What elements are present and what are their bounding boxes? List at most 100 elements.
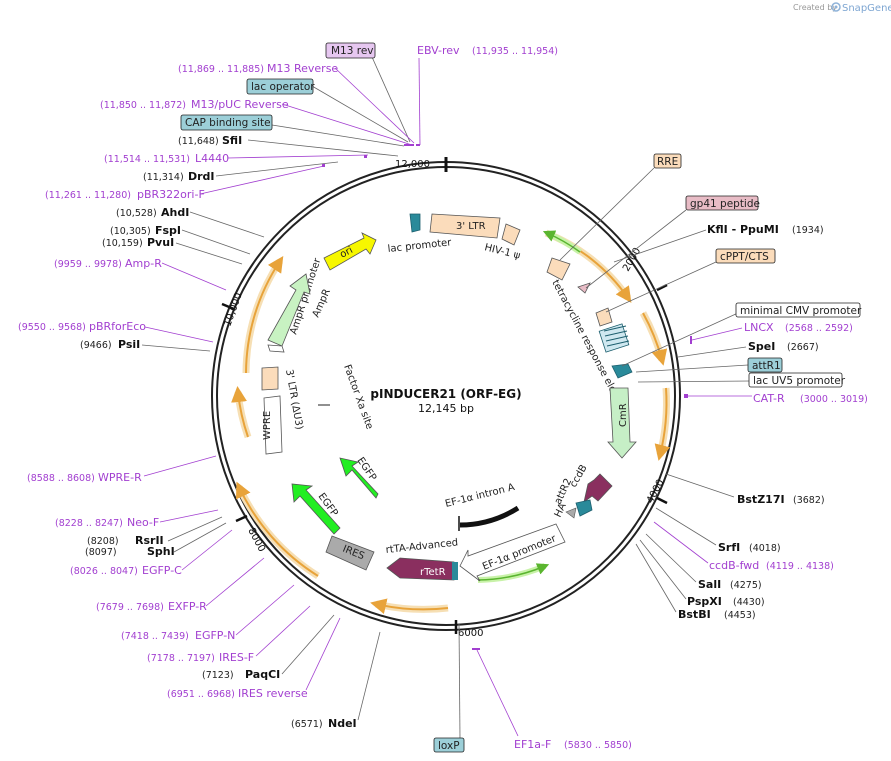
primer-name: L4440 <box>195 152 229 165</box>
primer-ires-f[interactable]: (7178 .. 7197) IRES-F <box>147 605 311 664</box>
site-pvui[interactable]: (10,159) PvuI <box>102 236 243 265</box>
feature-wpre: WPRE <box>262 395 283 455</box>
feature-gp41-block <box>577 282 591 294</box>
primer-l4440[interactable]: (11,514 .. 11,531) L4440 <box>104 152 369 165</box>
primer-pos: (5830 .. 5850) <box>564 740 632 751</box>
primer-name: IRES-F <box>219 651 254 664</box>
site-pos: (8097) <box>85 547 117 558</box>
label-lac-operator[interactable]: lac operator <box>246 78 409 143</box>
label-rre[interactable]: RRE <box>559 153 682 261</box>
site-pos: (8208) <box>87 536 119 547</box>
site-fspi[interactable]: (10,305) FspI <box>110 224 251 255</box>
site-pos: (11,314) <box>143 172 184 183</box>
site-name: PsiI <box>118 338 140 351</box>
primer-pos: (9959 .. 9978) <box>54 259 122 270</box>
primer-ef1a-f[interactable]: EF1a-F (5830 .. 5850) <box>472 648 632 751</box>
snapgene-logo-icon <box>831 2 841 12</box>
primer-tick-top-2 <box>416 144 420 146</box>
primer-pos: (11,261 .. 11,280) <box>45 190 131 201</box>
box-label: RRE <box>657 156 678 168</box>
site-spei[interactable]: SpeI (2667) <box>677 340 819 358</box>
site-sfii[interactable]: (11,648) SfiI <box>178 134 399 157</box>
primer-name: EF1a-F <box>514 738 551 751</box>
primer-egfp-c[interactable]: (8026 .. 8047) EGFP-C <box>70 529 233 577</box>
site-bstz17i[interactable]: BstZ17I (3682) <box>665 473 825 506</box>
site-name: NdeI <box>328 717 357 730</box>
site-rsrii[interactable]: (8208) RsrII <box>87 516 223 547</box>
primer-ebv-rev[interactable]: EBV-rev (11,935 .. 11,954) <box>417 44 558 146</box>
primer-lncx[interactable]: LNCX (2568 .. 2592) <box>690 321 853 344</box>
site-ahdi[interactable]: (10,528) AhdI <box>116 206 265 238</box>
label-gp41[interactable]: gp41 peptide <box>585 195 760 289</box>
site-pos: (6571) <box>291 719 323 730</box>
primer-pos: (8588 .. 8608) <box>27 473 95 484</box>
primer-name: M13 Reverse <box>267 62 338 75</box>
site-kfli-ppumi[interactable]: KflI - PpuMI (1934) <box>613 223 824 263</box>
feature-label-rtta: rtTA-Advanced <box>385 537 459 556</box>
label-minimal-cmv[interactable]: minimal CMV promoter <box>621 302 862 367</box>
label-lac-uv5[interactable]: lac UV5 promoter <box>637 372 846 388</box>
site-psii[interactable]: (9466) PsiI <box>80 338 211 352</box>
primer-pbr322ori-f[interactable]: (11,261 .. 11,280) pBR322ori-F <box>45 165 325 201</box>
site-name: PvuI <box>147 236 174 249</box>
primer-name: ccdB-fwd <box>709 559 759 572</box>
site-name: DrdI <box>188 170 215 183</box>
primer-ccdb-fwd[interactable]: ccdB-fwd (4119 .. 4138) <box>653 521 834 572</box>
primer-wpre-r[interactable]: (8588 .. 8608) WPRE-R <box>27 455 217 484</box>
label-loxp[interactable]: loxP <box>433 623 465 753</box>
site-name: SalI <box>698 578 721 591</box>
feature-rtetr: rTetR <box>386 557 458 581</box>
primer-cat-r[interactable]: CAT-R (3000 .. 3019) <box>684 392 868 405</box>
primer-exfp-r[interactable]: (7679 .. 7698) EXFP-R <box>96 557 265 613</box>
feature-ccdb <box>583 473 613 503</box>
feature-label: EGFP <box>355 456 379 484</box>
label-cppt-cts[interactable]: cPPT/CTS <box>605 248 776 313</box>
feature-mincmv-arrow <box>611 363 633 379</box>
feature-ampr-promoter-arrow <box>267 344 285 353</box>
site-sphi[interactable]: (8097) SphI <box>85 522 227 558</box>
primer-amp-r[interactable]: (9959 .. 9978) Amp-R <box>54 257 227 291</box>
box-label: cPPT/CTS <box>720 251 769 263</box>
primer-egfp-n[interactable]: (7418 .. 7439) EGFP-N <box>121 584 295 642</box>
feature-label-attr2: attR2 <box>553 477 574 506</box>
site-pos: (4018) <box>749 543 781 554</box>
site-name: KflI - PpuMI <box>707 223 779 236</box>
primer-pbrforeco[interactable]: (9550 .. 9568) pBRforEco <box>18 320 214 343</box>
primer-pos: (11,514 .. 11,531) <box>104 154 190 165</box>
tick-mark-4000 <box>656 496 668 505</box>
feature-label: ori <box>338 245 355 261</box>
label-m13-rev[interactable]: M13 rev <box>325 42 411 143</box>
primer-m13-reverse[interactable]: (11,869 .. 11,885) M13 Reverse <box>178 62 415 144</box>
site-pos: (1934) <box>792 225 824 236</box>
box-label: attR1 <box>752 360 781 372</box>
feature-label-hiv-psi: HIV-1 ψ <box>483 242 521 262</box>
tick-label-2000: 2000 <box>621 246 643 274</box>
site-name: SphI <box>147 545 175 558</box>
label-attr1[interactable]: attR1 <box>635 357 783 373</box>
primer-name: pBR322ori-F <box>137 188 205 201</box>
site-name: PaqCI <box>245 668 280 681</box>
site-name: SfiI <box>222 134 242 147</box>
primer-pos: (11,869 .. 11,885) <box>178 64 264 75</box>
primer-neo-f[interactable]: (8228 .. 8247) Neo-F <box>55 509 219 529</box>
site-name: SrfI <box>718 541 740 554</box>
site-name: RsrII <box>135 534 164 547</box>
feature-label: rTetR <box>420 567 446 578</box>
label-cap-binding[interactable]: CAP binding site <box>180 114 405 147</box>
site-pos: (10,528) <box>116 208 157 219</box>
site-sali[interactable]: SalI (4275) <box>645 533 762 591</box>
site-srfi[interactable]: SrfI (4018) <box>655 507 781 554</box>
site-bstbi[interactable]: BstBI (4453) <box>635 543 756 621</box>
credit-brand: SnapGene <box>842 3 891 14</box>
box-label: minimal CMV promoter <box>740 305 862 317</box>
primer-m13-puc-reverse[interactable]: (11,850 .. 11,872) M13/pUC Reverse <box>100 98 413 146</box>
primer-ires-reverse[interactable]: (6951 .. 6968) IRES reverse <box>167 617 341 700</box>
primer-name: EGFP-N <box>195 629 235 642</box>
site-drdi[interactable]: (11,314) DrdI <box>143 161 339 183</box>
primer-name: CAT-R <box>753 392 785 405</box>
site-ndei[interactable]: (6571) NdeI <box>291 631 381 730</box>
site-name: BstBI <box>678 608 711 621</box>
site-paqci[interactable]: (7123) PaqCI <box>202 614 335 681</box>
tick-mark-2000 <box>656 283 668 292</box>
site-pspxi[interactable]: PspXI (4430) <box>639 539 765 608</box>
